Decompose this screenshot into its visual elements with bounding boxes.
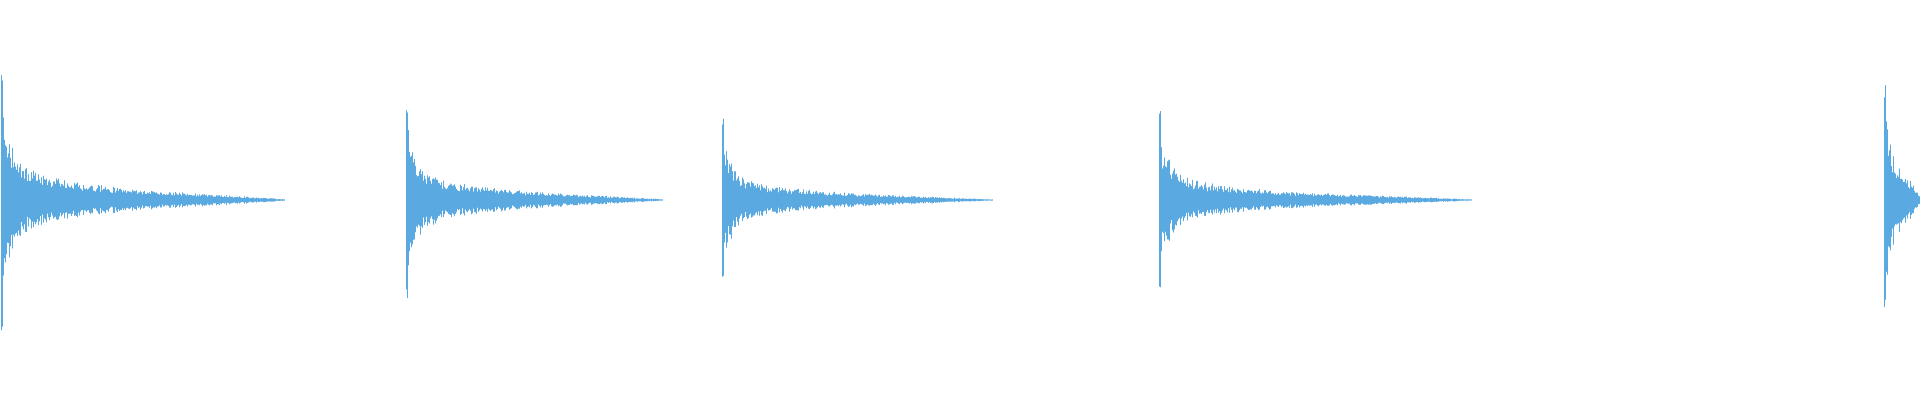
waveform-hit-path	[1, 75, 285, 331]
waveform-hit-1	[1, 75, 285, 331]
waveform-hit-path	[1159, 111, 1472, 288]
waveform-hit-path	[1884, 85, 1920, 308]
waveform-hit-5	[1884, 85, 1920, 308]
waveform-hit-path	[406, 110, 663, 298]
waveform-hit-path	[722, 118, 993, 277]
waveform-hit-3	[722, 118, 993, 277]
waveform-hit-2	[406, 110, 663, 298]
waveform-hit-4	[1159, 111, 1472, 288]
